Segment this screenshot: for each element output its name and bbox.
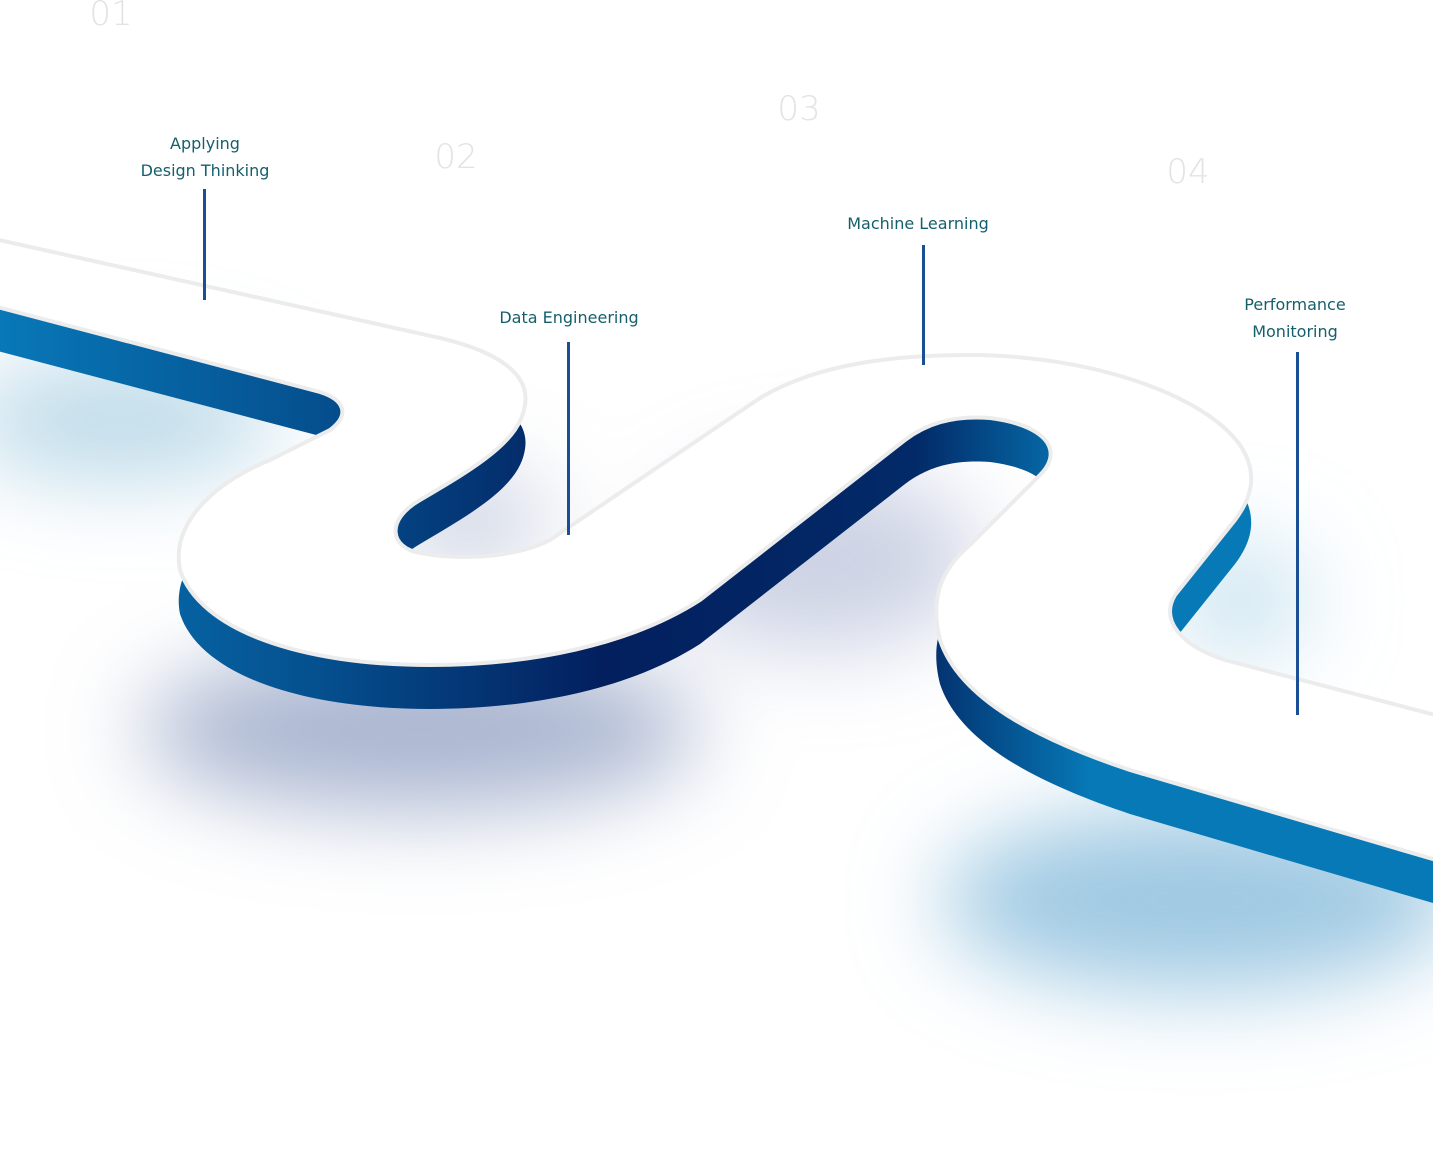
step-marker-line-1: [203, 189, 206, 300]
step-marker-line-4: [1296, 352, 1299, 715]
label-line: Design Thinking: [140, 161, 270, 180]
step-number-2: 02: [434, 137, 478, 177]
step-number-3: 03: [777, 89, 821, 129]
step-number-1: 01: [89, 0, 133, 34]
step-label-performance-monitoring: Performance Monitoring: [1244, 291, 1345, 345]
road-surface: [0, 238, 1433, 862]
label-line: Applying: [170, 134, 240, 153]
step-marker-line-2: [567, 342, 570, 535]
step-label-data-engineering: Data Engineering: [499, 304, 638, 331]
step-marker-line-3: [922, 245, 925, 365]
label-line: Machine Learning: [847, 214, 989, 233]
label-line: Performance: [1244, 295, 1346, 314]
label-line: Data Engineering: [499, 308, 639, 327]
step-number-4: 04: [1166, 152, 1210, 192]
step-label-design-thinking: Applying Design Thinking: [141, 130, 270, 184]
label-line: Monitoring: [1252, 322, 1338, 341]
step-label-machine-learning: Machine Learning: [847, 210, 989, 237]
